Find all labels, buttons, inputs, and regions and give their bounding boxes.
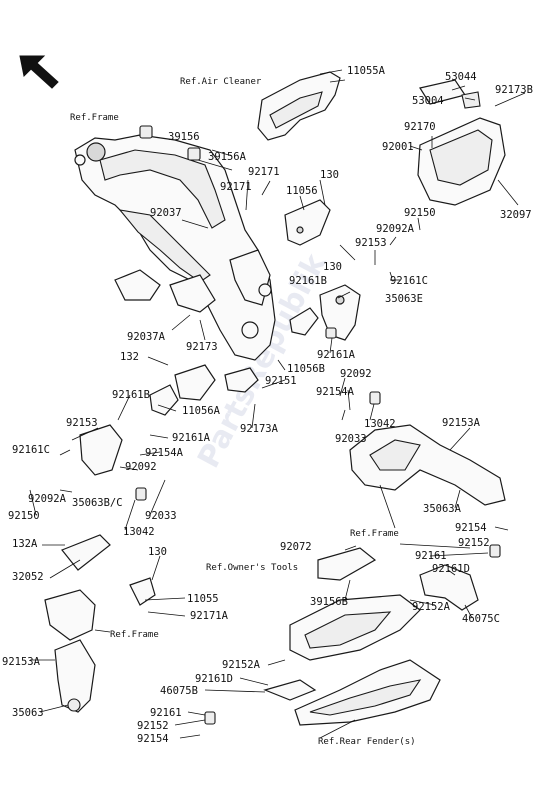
label-35063BC: 35063B/C [72,497,123,509]
label-11055: 11055 [187,593,219,605]
label-92092A-a: 92092A [376,223,415,235]
ref-frame-mid: Ref.Frame [350,529,399,539]
label-35063E: 35063E [385,293,423,305]
front-arrow-icon [19,55,59,89]
label-11056A: 11056A [182,405,221,417]
label-46075B: 46075B [160,685,198,697]
ref-rear-fender: Ref.Rear Fender(s) [318,737,416,747]
label-11056B: 11056B [287,363,325,375]
label-92152-a: 92152 [458,537,490,549]
label-53004: 53004 [412,95,444,107]
label-35063A: 35063A [423,503,462,515]
label-132A: 132A [12,538,38,550]
label-92150-a: 92150 [404,207,436,219]
label-92173A: 92173A [240,423,279,435]
label-92161-a: 92161 [415,550,447,562]
label-39156: 39156 [168,131,200,143]
label-35063: 35063 [12,707,44,719]
label-92161B-b: 92161B [112,389,150,401]
label-92092-a: 92092 [340,368,372,380]
label-46075C: 46075C [462,613,500,625]
label-92161-b: 92161 [150,707,182,719]
label-32052: 32052 [12,571,44,583]
label-92153-b: 92153 [66,417,98,429]
label-92072: 92072 [280,541,312,553]
ref-air-cleaner: Ref.Air Cleaner [180,77,262,87]
tool-tray-cover [317,547,377,581]
battery-case [417,79,506,206]
label-92151: 92151 [265,375,297,387]
label-130-c: 130 [148,546,167,558]
label-92154A-b: 92154A [145,447,184,459]
rear-fender [294,659,441,726]
label-92161C-a: 92161C [390,275,428,287]
label-92152A-a: 92152A [412,601,451,613]
label-92171-a: 92171 [248,166,280,178]
label-92153-a: 92153 [355,237,387,249]
footrest-bracket-35063E [289,284,361,341]
label-92092-b: 92092 [125,461,157,473]
label-92033-b: 92033 [145,510,177,522]
label-13042-b: 13042 [123,526,155,538]
footrest-46075B [263,679,317,701]
label-92037: 92037 [150,207,182,219]
label-53044: 53044 [445,71,477,83]
label-92170: 92170 [404,121,436,133]
label-92153A-b: 92153A [2,656,41,668]
bracket-11056 [284,199,331,246]
bushing-92161-right [489,544,501,558]
label-39156B: 39156B [310,596,348,608]
label-92033-a: 92033 [335,433,367,445]
label-13042-a: 13042 [364,418,396,430]
label-92161D-b: 92161D [195,673,233,685]
label-92161C-b: 92161C [12,444,50,456]
label-92154A-a: 92154A [316,386,355,398]
collar-13042-right [369,391,381,405]
footrest-bracket-35063BC [79,424,147,501]
label-92161A-a: 92161A [317,349,356,361]
footrest-46075C [419,564,479,611]
label-92173B: 92173B [495,84,533,96]
bracket-11056A [149,364,259,416]
label-92152A-b: 92152A [222,659,261,671]
label-11056: 11056 [286,185,318,197]
footrest-bracket-35063 [44,589,96,713]
label-92037A: 92037A [127,331,166,343]
collar-92161A-right [325,327,337,339]
bracket-11055 [129,577,156,606]
label-92154-a: 92154 [455,522,487,534]
label-11055A: 11055A [347,65,386,77]
label-92171A: 92171A [190,610,229,622]
label-92150-b: 92150 [8,510,40,522]
label-92161D-a: 92161D [432,563,470,575]
label-92173: 92173 [186,341,218,353]
label-92154-b: 92154 [137,733,169,745]
bushing-92161-lower [204,711,216,725]
label-92161B-a: 92161B [289,275,327,287]
ref-owners-tools: Ref.Owner's Tools [206,563,298,573]
label-39156A: 39156A [208,151,247,163]
label-130-a: 130 [320,169,339,181]
label-130-b: 130 [323,261,342,273]
label-92153A-a: 92153A [442,417,481,429]
label-92161A-b: 92161A [172,432,211,444]
grommet-39156A [187,147,201,161]
label-92092A-b: 92092A [28,493,67,505]
bracket-32052 [61,534,111,571]
label-32097: 32097 [500,209,532,221]
air-cleaner-duct [257,69,343,141]
seat-tray [289,594,421,661]
leader-lines [29,79,526,739]
label-132: 132 [120,351,139,363]
grommet-39156 [139,125,153,139]
footrest-bracket-35063A [349,424,506,506]
label-92001: 92001 [382,141,414,153]
label-92171-b: 92171 [220,181,252,193]
ref-frame-top: Ref.Frame [70,113,119,123]
label-92152-b: 92152 [137,720,169,732]
ref-frame-left: Ref.Frame [110,630,159,640]
main-frame [74,134,276,361]
